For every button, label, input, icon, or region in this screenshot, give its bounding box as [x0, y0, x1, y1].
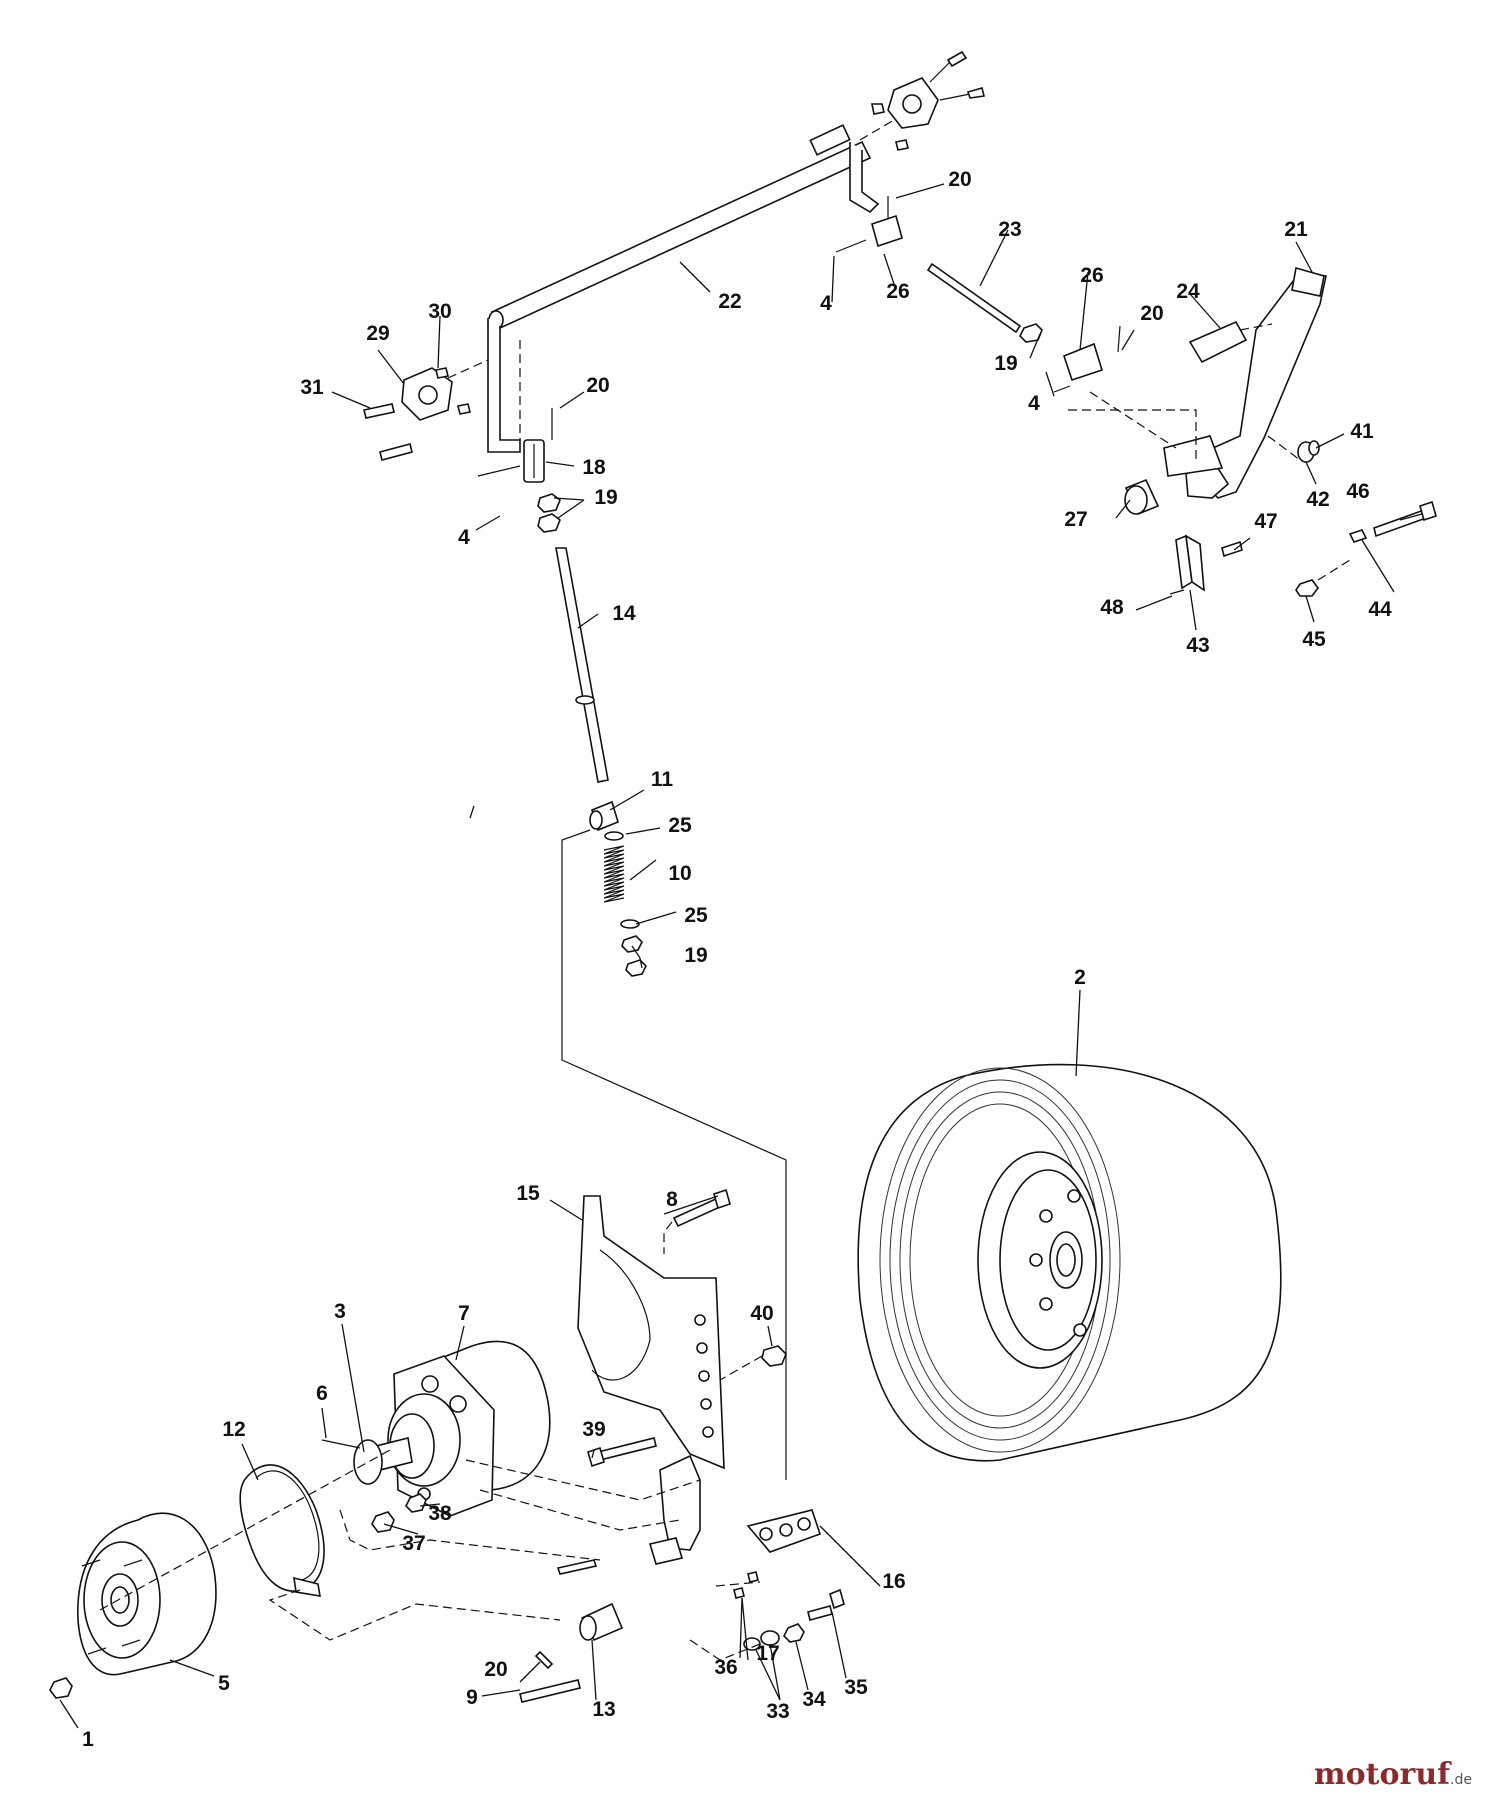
callout-15: 15: [516, 1182, 540, 1205]
callout-14: 14: [612, 602, 636, 625]
callout-26-right: 26: [1080, 264, 1103, 287]
callout-19-upper-left: 19: [594, 486, 617, 509]
callout-37: 37: [402, 1532, 425, 1555]
cross-shaft-assembly: [363, 50, 985, 1480]
callout-34: 34: [802, 1688, 826, 1711]
callout-45: 45: [1302, 628, 1326, 651]
leader-lines: [59, 183, 1423, 1729]
callout-40: 40: [750, 1302, 773, 1325]
callout-17: 17: [756, 1642, 779, 1665]
callout-46: 46: [1346, 480, 1369, 503]
watermark-brand: motoruf: [1313, 1757, 1451, 1792]
callout-19-right: 19: [994, 352, 1017, 375]
callout-43: 43: [1186, 634, 1209, 657]
callout-29: 29: [366, 322, 389, 345]
callout-20-right: 20: [1140, 302, 1163, 325]
callout-25-upper: 25: [668, 814, 692, 837]
callout-35: 35: [844, 1676, 868, 1699]
callout-2: 2: [1074, 966, 1086, 989]
callout-41: 41: [1350, 420, 1374, 443]
drive-motor-assembly: [49, 1188, 845, 1703]
callout-31: 31: [300, 376, 324, 399]
callout-3: 3: [334, 1300, 346, 1323]
callout-22: 22: [718, 290, 741, 313]
callout-11: 11: [651, 768, 674, 791]
callout-4-right: 4: [1028, 392, 1040, 415]
callout-7: 7: [458, 1302, 470, 1325]
callout-4-left: 4: [458, 526, 470, 549]
callout-5: 5: [218, 1672, 230, 1695]
tire-wheel: [857, 1063, 1282, 1462]
callout-12: 12: [222, 1418, 245, 1441]
callout-23: 23: [998, 218, 1021, 241]
callout-42: 42: [1306, 488, 1329, 511]
callout-33: 33: [766, 1700, 789, 1723]
callout-27: 27: [1064, 508, 1087, 531]
callout-26-left: 26: [886, 280, 909, 303]
callout-47: 47: [1254, 510, 1277, 533]
callout-labels: 1 2 3 4 4 4 5 6 7 8 9 10 11 12 13 14 15 …: [82, 168, 1392, 1751]
callout-39: 39: [582, 1418, 605, 1441]
callout-9: 9: [466, 1686, 478, 1709]
callout-10: 10: [668, 862, 691, 885]
watermark-suffix: .de: [1450, 1772, 1472, 1788]
callout-4-mid: 4: [820, 292, 832, 315]
spring: [603, 845, 625, 903]
watermark-logo: motoruf.de: [1314, 1757, 1472, 1792]
callout-38: 38: [428, 1502, 452, 1525]
callout-36: 36: [714, 1656, 737, 1679]
callout-18: 18: [582, 456, 606, 479]
callout-19-lower: 19: [684, 944, 707, 967]
callout-20-top: 20: [948, 168, 971, 191]
callout-48: 48: [1100, 596, 1124, 619]
callout-30: 30: [428, 300, 451, 323]
callout-20-lower: 20: [484, 1658, 507, 1681]
callout-20-upper-left: 20: [586, 374, 609, 397]
callout-24: 24: [1176, 280, 1200, 303]
callout-13: 13: [592, 1698, 615, 1721]
callout-6: 6: [316, 1382, 328, 1405]
callout-21: 21: [1284, 218, 1308, 241]
callout-25-lower: 25: [684, 904, 708, 927]
callout-44: 44: [1368, 598, 1392, 621]
callout-1: 1: [82, 1728, 94, 1751]
callout-8: 8: [666, 1188, 678, 1211]
callout-16: 16: [882, 1570, 905, 1593]
pedal-assembly: [835, 196, 1437, 597]
